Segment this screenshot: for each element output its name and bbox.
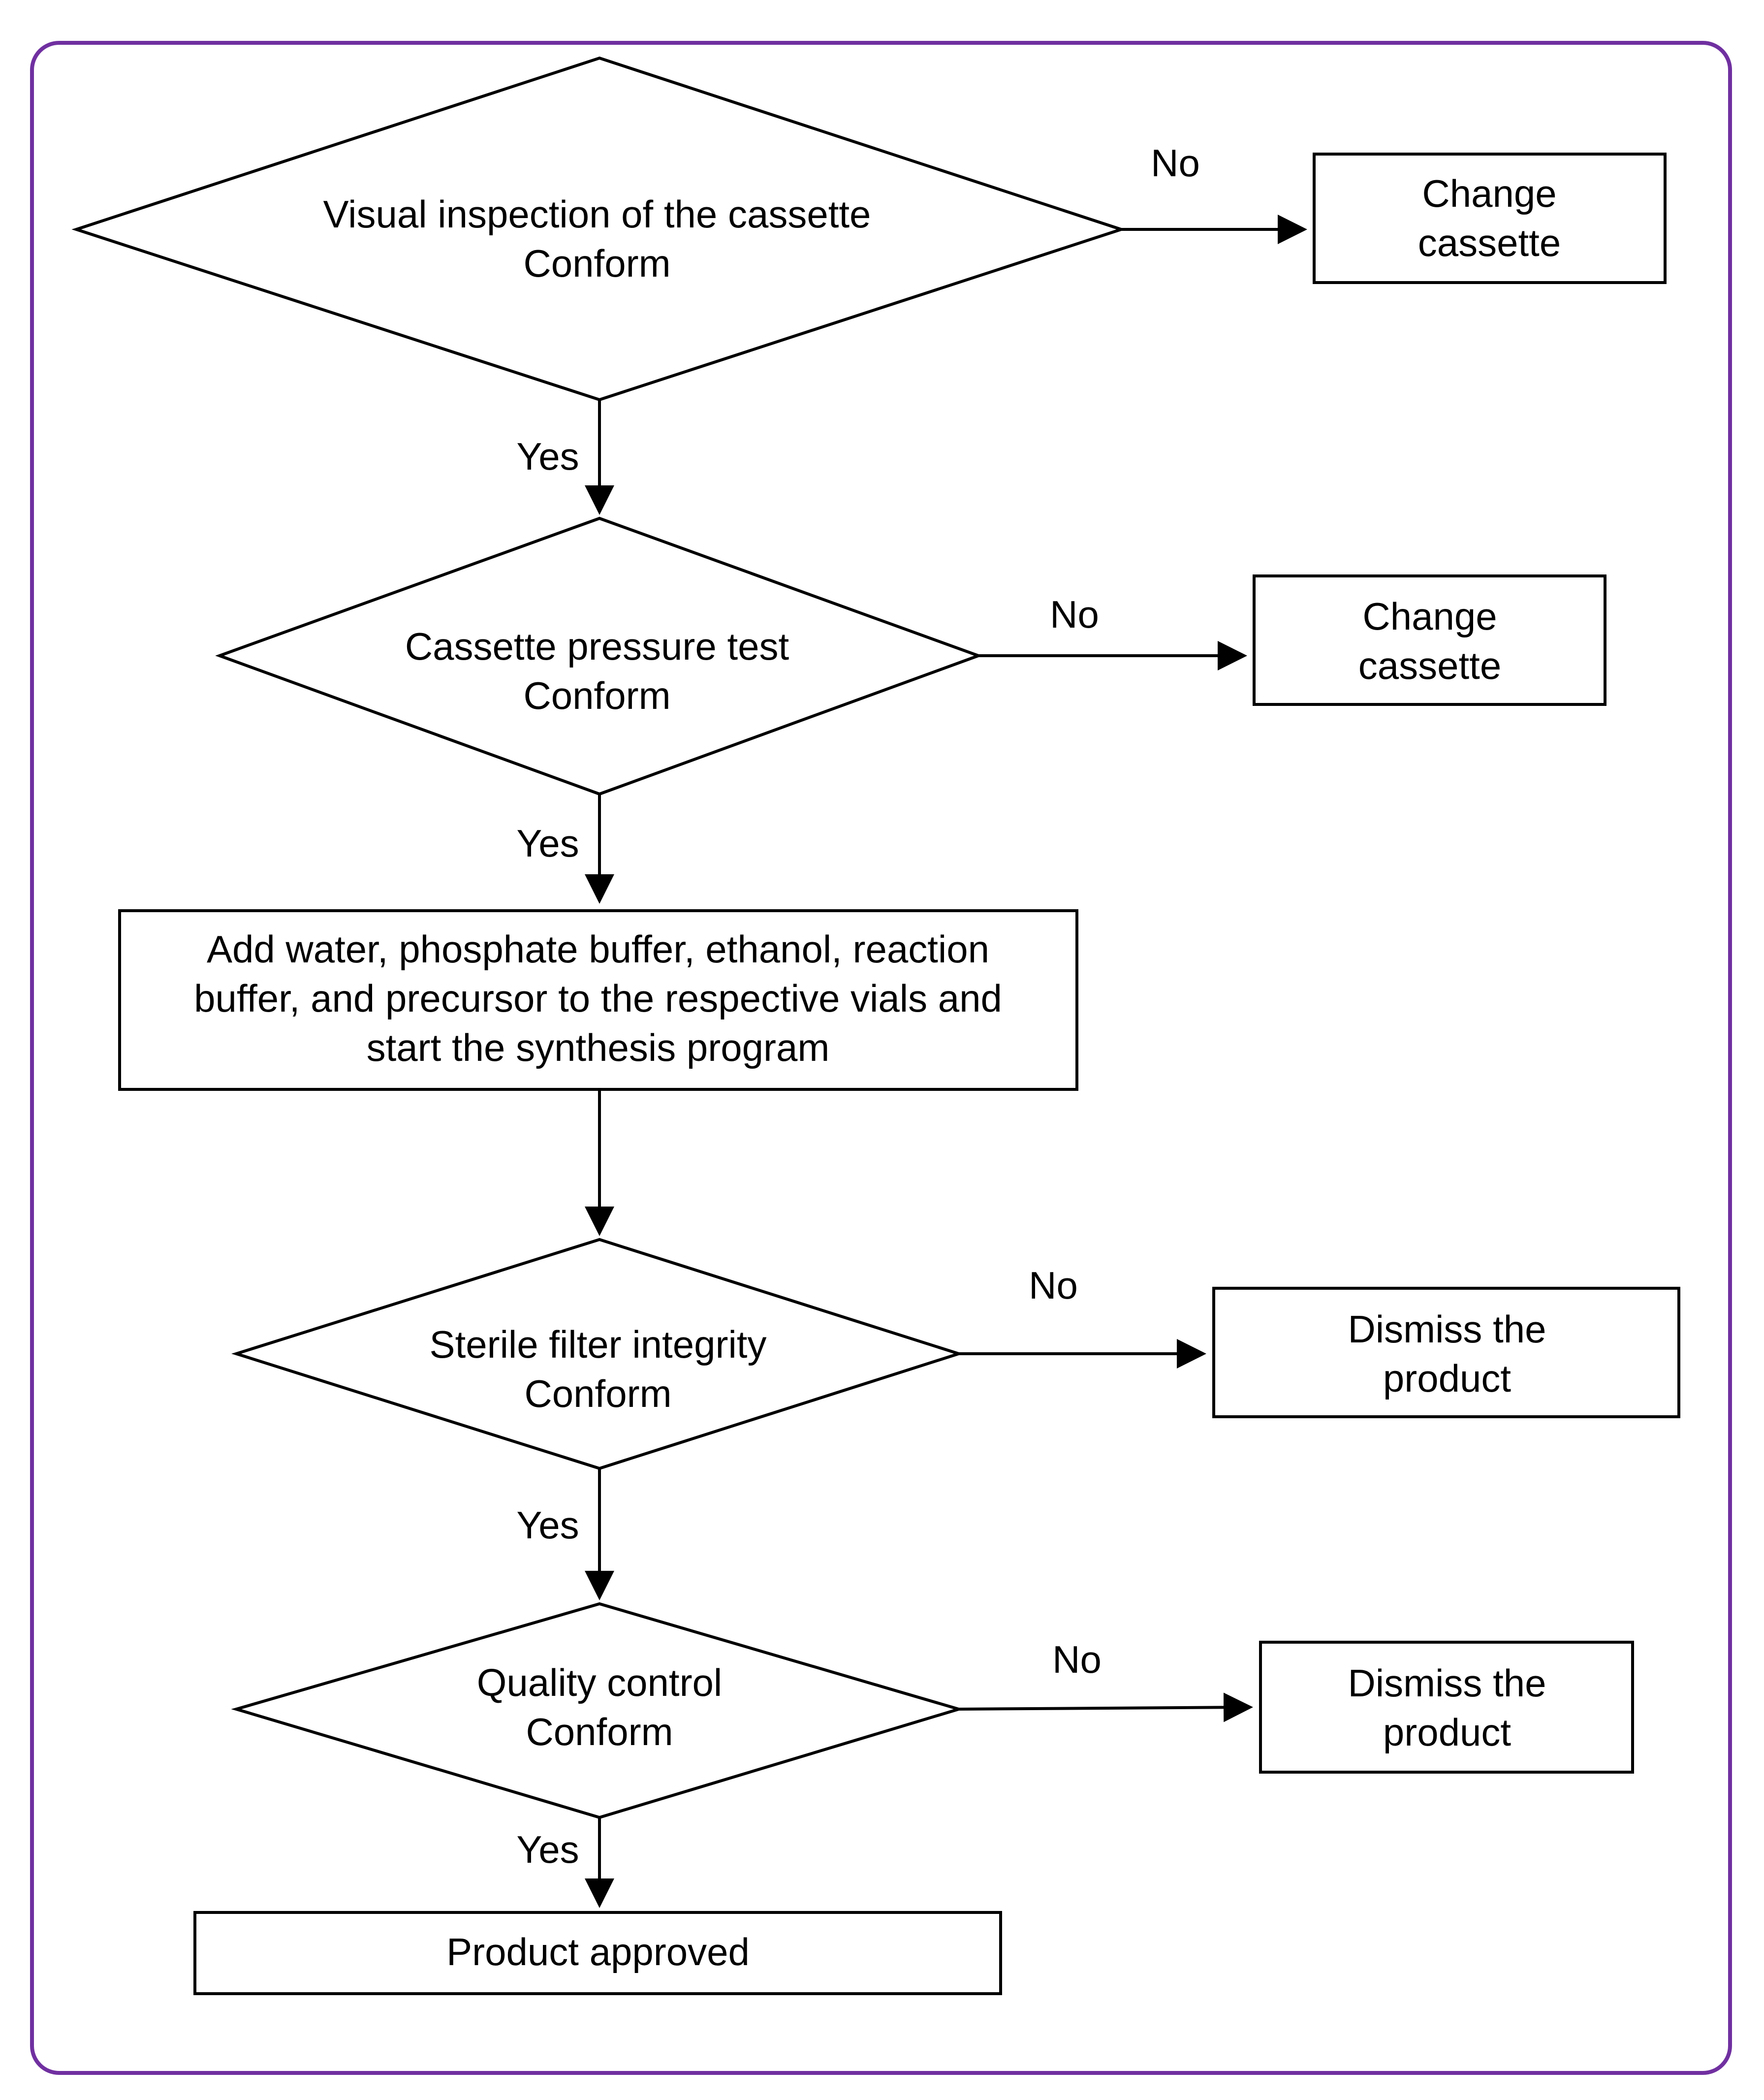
visual-yes-label: Yes bbox=[516, 435, 579, 478]
visual-no-label: No bbox=[1151, 141, 1200, 185]
pressure-test-line1: Cassette pressure test bbox=[405, 625, 789, 668]
quality-no-label: No bbox=[1052, 1638, 1102, 1681]
dismiss-product-box-2 bbox=[1259, 1641, 1634, 1774]
quality-control-line2: Conform bbox=[526, 1710, 673, 1753]
dismiss-2-line2: product bbox=[1383, 1711, 1511, 1754]
pressure-no-label: No bbox=[1050, 593, 1099, 636]
sterile-no-label: No bbox=[1029, 1264, 1078, 1307]
dismiss-1-line1: Dismiss the bbox=[1348, 1307, 1546, 1351]
change-cassette-1-line1: Change bbox=[1422, 172, 1556, 215]
product-approved-box bbox=[193, 1911, 1002, 1995]
add-reagents-line1: Add water, phosphate buffer, ethanol, re… bbox=[207, 927, 989, 971]
product-approved-label: Product approved bbox=[446, 1930, 750, 1973]
add-reagents-box bbox=[118, 909, 1078, 1091]
quality-yes-label: Yes bbox=[516, 1828, 579, 1871]
visual-inspection-line2: Conform bbox=[523, 242, 670, 285]
sterile-yes-label: Yes bbox=[516, 1503, 579, 1547]
change-cassette-1-line2: cassette bbox=[1418, 221, 1561, 264]
pressure-test-line2: Conform bbox=[523, 674, 670, 717]
sterile-filter-line2: Conform bbox=[524, 1372, 671, 1415]
change-cassette-box-2 bbox=[1253, 574, 1606, 706]
pressure-yes-label: Yes bbox=[516, 822, 579, 865]
add-reagents-line2: buffer, and precursor to the respective … bbox=[194, 977, 1002, 1020]
outer-frame bbox=[30, 41, 1732, 2075]
add-reagents-line3: start the synthesis program bbox=[367, 1026, 830, 1069]
dismiss-1-line2: product bbox=[1383, 1357, 1511, 1400]
dismiss-2-line1: Dismiss the bbox=[1348, 1661, 1546, 1705]
dismiss-product-box-1 bbox=[1212, 1287, 1680, 1418]
quality-control-line1: Quality control bbox=[477, 1661, 723, 1704]
change-cassette-2-line2: cassette bbox=[1358, 644, 1501, 687]
sterile-filter-line1: Sterile filter integrity bbox=[430, 1323, 767, 1366]
visual-inspection-line1: Visual inspection of the cassette bbox=[323, 192, 871, 236]
quality-no-arrow bbox=[958, 1692, 1253, 1722]
change-cassette-box-1 bbox=[1313, 153, 1667, 284]
change-cassette-2-line1: Change bbox=[1362, 595, 1497, 638]
